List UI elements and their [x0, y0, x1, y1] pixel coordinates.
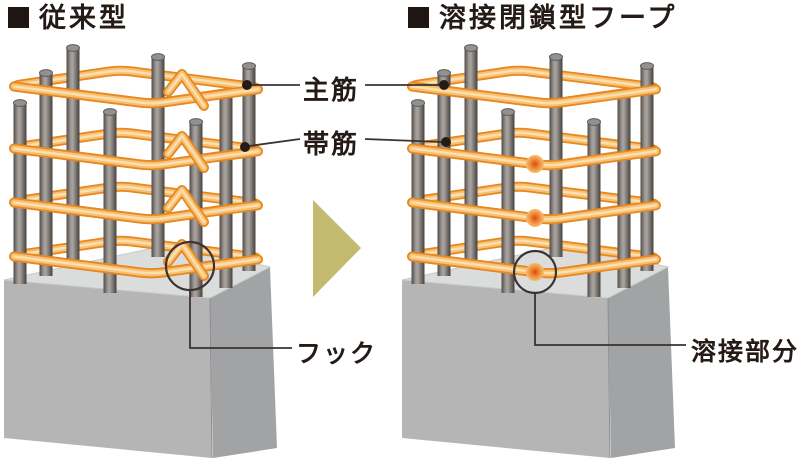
square-bullet-icon: [408, 7, 429, 28]
diagram-welded-column: [402, 45, 675, 458]
label-hook: フック: [296, 340, 378, 368]
right-arrow-triangle-icon: [313, 200, 361, 297]
annotation-lines: [164, 84, 686, 349]
title-welded-label: 溶接閉鎖型フープ: [439, 3, 678, 33]
title-conventional: 従来型: [8, 3, 129, 34]
label-weld: 溶接部分: [691, 338, 800, 366]
weld-highlight-circle: [512, 249, 558, 295]
hook-highlight-circle: [164, 240, 216, 292]
title-conventional-label: 従来型: [39, 3, 129, 33]
annotation-dots: [240, 80, 451, 152]
square-bullet-icon: [8, 7, 29, 28]
label-main-bar: 主筋: [303, 75, 360, 105]
title-welded: 溶接閉鎖型フープ: [408, 3, 678, 34]
diagram-conventional-column: [4, 45, 277, 458]
label-hoop-bar: 帯筋: [303, 129, 360, 159]
weld-spots: [526, 155, 544, 281]
